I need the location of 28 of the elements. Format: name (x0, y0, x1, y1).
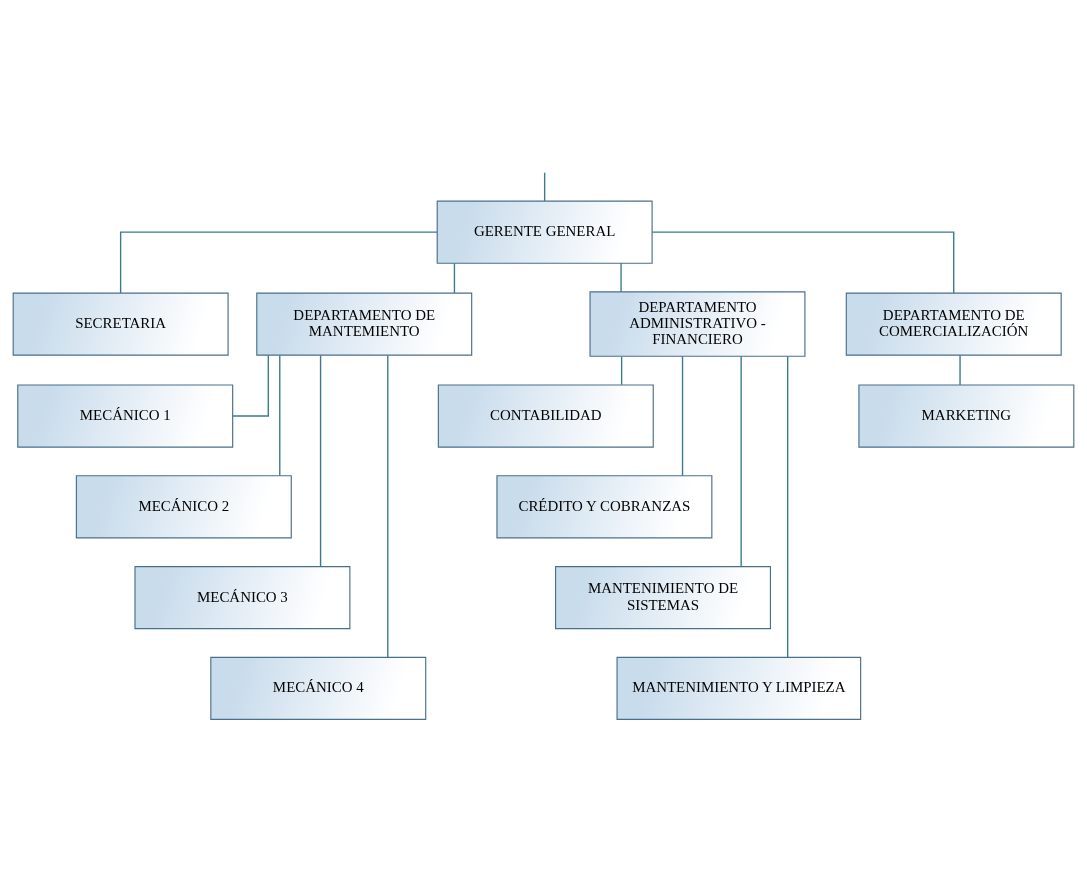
connector (319, 354, 322, 567)
node-box: MECÁNICO 3 (134, 565, 351, 629)
connector (119, 231, 438, 294)
connector (681, 355, 684, 476)
connector (543, 171, 546, 202)
node-box: DEPARTAMENTO DE MANTEMIENTO (256, 292, 473, 356)
node-box: GERENTE GENERAL (436, 200, 653, 264)
node-box: DEPARTAMENTO DE COMERCIALIZACIÓN (845, 292, 1062, 356)
connector (279, 354, 281, 476)
connector (387, 354, 389, 658)
connector (453, 262, 456, 294)
node-box: MANTENIMIENTO Y LIMPIEZA (616, 656, 862, 720)
node-box: SECRETARIA (12, 292, 229, 356)
node-box: MECÁNICO 1 (17, 383, 234, 448)
node-box: MANTENIMIENTO DE SISTEMAS (555, 565, 772, 629)
connector (959, 354, 961, 386)
connector (740, 355, 742, 567)
node-box: CONTABILIDAD (437, 383, 654, 448)
node-box: DEPARTAMENTO ADMINISTRATIVO - FINANCIERO (589, 290, 806, 357)
connector (651, 231, 955, 294)
node-box: MARKETING (858, 383, 1075, 448)
connector (787, 355, 789, 658)
connector (620, 355, 623, 385)
node-box: CRÉDITO Y COBRANZAS (496, 474, 713, 538)
node-box: MECÁNICO 2 (75, 474, 292, 538)
connector (620, 262, 622, 292)
node-box: MECÁNICO 4 (210, 656, 427, 720)
connector (232, 354, 269, 417)
